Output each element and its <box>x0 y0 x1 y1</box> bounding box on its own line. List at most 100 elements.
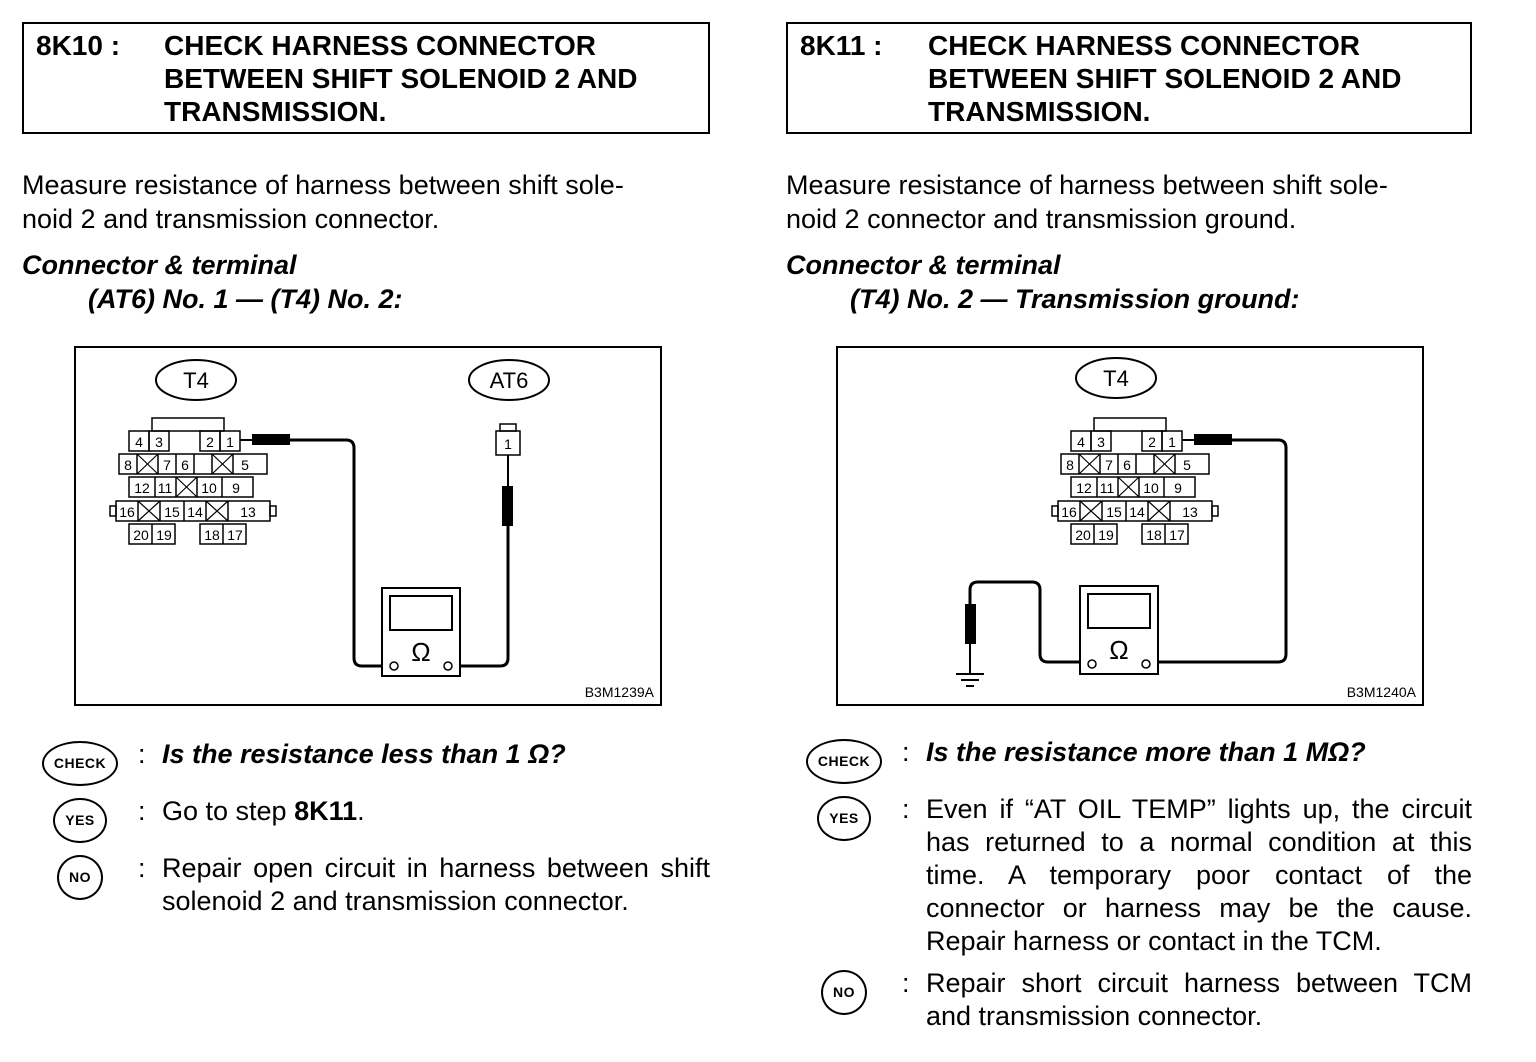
title-line: CHECK HARNESS CONNECTOR <box>164 30 596 61</box>
at6-connector: 1 <box>495 423 521 456</box>
pin-label: 9 <box>232 480 240 496</box>
wiring-diagram: T4 AT6 4 3 2 1 <box>74 346 662 706</box>
ohmmeter: Ω <box>1079 585 1159 675</box>
pin-label: 17 <box>227 527 243 543</box>
yes-text: Go to step 8K11. <box>162 795 710 828</box>
yes-row: YES : Go to step 8K11. <box>22 795 710 843</box>
pin-label: 18 <box>1146 527 1162 543</box>
results: CHECK : Is the resistance more than 1 MΩ… <box>786 736 1472 1042</box>
pin-label: 13 <box>240 504 256 520</box>
t4-connector: 4 3 2 1 8 7 6 5 <box>1051 417 1219 545</box>
ground-icon <box>956 673 984 687</box>
pin-label: 11 <box>1100 480 1115 496</box>
connector-heading: Connector & terminal <box>22 250 297 280</box>
pin-label: 2 <box>206 434 214 450</box>
pin-label: 13 <box>1182 504 1198 520</box>
yes-text: Even if “AT OIL TEMP” lights up, the cir… <box>926 794 1472 956</box>
pin-label: 12 <box>1076 480 1092 496</box>
instruction-line: Measure resistance of harness between sh… <box>22 170 624 200</box>
instruction: Measure resistance of harness between sh… <box>786 168 1472 236</box>
at6-pin-label: 1 <box>504 436 512 452</box>
yes-badge: YES <box>53 798 107 843</box>
t4-label-oval <box>1075 357 1157 399</box>
step-header: 8K10 : CHECK HARNESS CONNECTOR BETWEEN S… <box>22 22 710 134</box>
yes-prefix: Go to step <box>162 796 295 826</box>
pin-label: 11 <box>158 480 173 496</box>
yes-suffix: . <box>357 796 365 826</box>
ohm-symbol: Ω <box>411 637 430 667</box>
title-line: BETWEEN SHIFT SOLENOID 2 AND <box>164 63 638 94</box>
step-header: 8K11 : CHECK HARNESS CONNECTOR BETWEEN S… <box>786 22 1472 134</box>
check-badge: CHECK <box>41 741 119 786</box>
title-line: CHECK HARNESS CONNECTOR <box>928 30 1360 61</box>
instruction-line: noid 2 and transmission connector. <box>22 204 440 234</box>
pin-label: 20 <box>1075 527 1091 543</box>
no-text: Repair short circuit harness between TCM… <box>926 968 1472 1031</box>
step-id: 8K11 : <box>800 30 883 61</box>
test-leads <box>240 434 513 668</box>
pin-label: 15 <box>164 504 180 520</box>
pin-label: 5 <box>1183 457 1191 473</box>
yes-badge: YES <box>817 796 871 841</box>
pin-label: 4 <box>1077 434 1085 450</box>
no-badge: NO <box>57 855 103 900</box>
pin-label: 6 <box>181 457 189 473</box>
title-line: BETWEEN SHIFT SOLENOID 2 AND <box>928 63 1402 94</box>
pin-label: 10 <box>1143 480 1159 496</box>
no-row: NO : Repair short circuit harness betwee… <box>786 967 1472 1033</box>
no-text: Repair open circuit in harness between s… <box>162 853 710 916</box>
pin-label: 19 <box>156 527 172 543</box>
check-row: CHECK : Is the resistance less than 1 Ω? <box>22 738 710 786</box>
pin-label: 3 <box>1097 434 1105 450</box>
pin-label: 5 <box>241 457 249 473</box>
step-link[interactable]: 8K11 <box>294 796 358 826</box>
figure-code: B3M1240A <box>1346 684 1416 700</box>
pin-label: 1 <box>1168 434 1176 450</box>
connector-heading: Connector & terminal <box>786 250 1061 280</box>
at6-label: AT6 <box>490 368 529 393</box>
pin-label: 4 <box>135 434 143 450</box>
pin-label: 16 <box>1061 504 1077 520</box>
connector-spec: (AT6) No. 1 — (T4) No. 2: <box>88 284 403 314</box>
pin-label: 1 <box>226 434 234 450</box>
diagram-svg: T4 4 3 2 1 <box>956 357 1288 687</box>
pin-label: 14 <box>1129 504 1145 520</box>
instruction: Measure resistance of harness between sh… <box>22 168 710 236</box>
check-row: CHECK : Is the resistance more than 1 MΩ… <box>786 736 1472 784</box>
ohm-symbol: Ω <box>1109 635 1128 665</box>
pin-label: 7 <box>1105 457 1113 473</box>
colon: : <box>138 853 146 883</box>
results: CHECK : Is the resistance less than 1 Ω?… <box>22 738 710 927</box>
no-row: NO : Repair open circuit in harness betw… <box>22 852 710 918</box>
instruction-line: noid 2 connector and transmission ground… <box>786 204 1297 234</box>
pin-label: 15 <box>1106 504 1122 520</box>
pin-label: 8 <box>124 457 132 473</box>
pin-label: 2 <box>1148 434 1156 450</box>
pin-label: 14 <box>187 504 203 520</box>
pin-label: 18 <box>204 527 220 543</box>
ohmmeter: Ω <box>381 587 461 677</box>
title-line: TRANSMISSION. <box>164 96 387 127</box>
pin-label: 17 <box>1169 527 1185 543</box>
colon: : <box>902 968 910 998</box>
t4-connector: 4 3 2 1 8 7 6 5 <box>109 417 277 545</box>
t4-label-oval <box>155 359 237 401</box>
check-question: Is the resistance more than 1 MΩ? <box>926 737 1366 767</box>
pin-label: 16 <box>119 504 135 520</box>
pin-label: 3 <box>155 434 163 450</box>
no-badge: NO <box>821 970 867 1015</box>
pin-label: 10 <box>201 480 217 496</box>
yes-row: YES : Even if “AT OIL TEMP” lights up, t… <box>786 793 1472 958</box>
pin-label: 7 <box>163 457 171 473</box>
colon: : <box>138 796 146 826</box>
test-leads <box>965 434 1288 674</box>
connector-spec: (T4) No. 2 — Transmission ground: <box>850 284 1300 314</box>
t4-label: T4 <box>183 368 209 393</box>
check-question: Is the resistance less than 1 Ω? <box>162 739 566 769</box>
pin-label: 6 <box>1123 457 1131 473</box>
step-title: CHECK HARNESS CONNECTOR BETWEEN SHIFT SO… <box>164 29 696 132</box>
colon: : <box>902 737 910 767</box>
step-8k11: 8K11 : CHECK HARNESS CONNECTOR BETWEEN S… <box>786 22 1472 1031</box>
wiring-diagram: T4 4 3 2 1 <box>836 346 1424 706</box>
pin-label: 19 <box>1098 527 1114 543</box>
